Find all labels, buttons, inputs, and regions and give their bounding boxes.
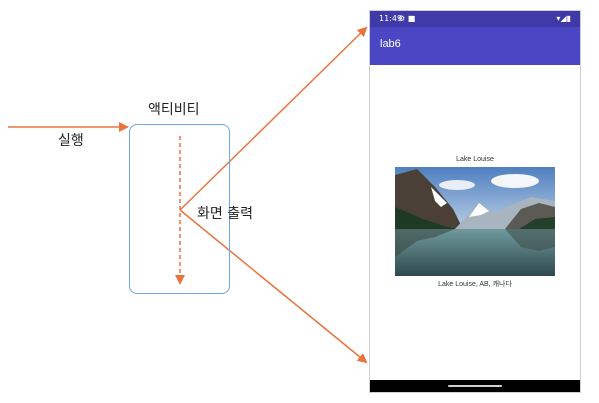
- output-arrow-top: [179, 26, 368, 211]
- status-time: 11:49: [379, 14, 403, 23]
- screen-output-label: 화면 출력: [197, 206, 253, 222]
- image-caption: Lake Louise, AB, 캐나다: [438, 281, 512, 288]
- image-title: Lake Louise: [456, 156, 494, 163]
- output-arrow-bottom: [179, 209, 368, 364]
- activity-label: 액티비티: [148, 102, 200, 118]
- phone-screen: 11:49 ⚙ ■ ▾◢▮ lab6 Lake Louise: [369, 10, 581, 393]
- status-bar: 11:49 ⚙ ■ ▾◢▮: [370, 11, 580, 27]
- home-handle[interactable]: [448, 385, 502, 387]
- app-title: lab6: [380, 38, 401, 50]
- status-notification-icons: ⚙ ■: [398, 14, 416, 23]
- activity-box: [129, 124, 230, 294]
- status-system-icons: ▾◢▮: [556, 14, 571, 23]
- lake-louise-image: [395, 167, 555, 276]
- navigation-bar: [370, 380, 580, 392]
- run-label: 실행: [58, 133, 84, 149]
- app-bar: lab6: [370, 27, 580, 65]
